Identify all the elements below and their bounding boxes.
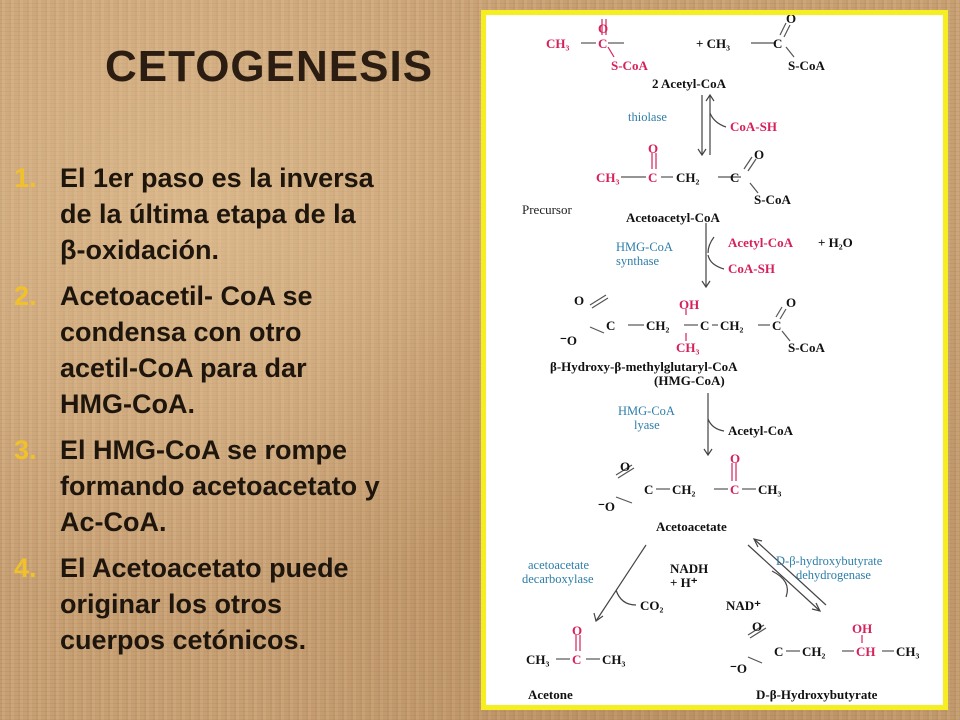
step-text-line: de la última etapa de la [60,199,356,229]
coa-sh-product: CoA-SH [728,261,775,276]
carbonyl-carbon: C [773,36,782,51]
ketogenesis-steps-list: 1. El 1er paso es la inversa de la últim… [14,160,454,668]
step-text-line: formando acetoacetato y [60,471,380,501]
acetoacetyl-coa-label: Acetoacetyl-CoA [626,210,720,225]
step-text-line: El HMG-CoA se rompe [60,435,348,465]
methyl-group: CH₃ [676,340,700,355]
acetyl-coa-input: Acetyl-CoA [728,235,794,250]
carboxylate-oxygen: ⁻O [598,499,615,514]
hmg-coa-synthase-enzyme: synthase [616,254,660,268]
ch-group: CH [856,644,876,659]
hydroxyl-group: OH [852,621,872,636]
slide-title: CETOGENESIS [105,42,434,91]
ch2-group: CH₂ [676,170,700,185]
step-text-line: cuerpos cetónicos. [60,625,307,655]
hydroxybutyrate-label: D-β-Hydroxybutyrate [756,687,878,702]
co2-product: CO₂ [640,598,664,613]
carbonyl-carbon: C [648,170,657,185]
acetyl-coa-label: 2 Acetyl-CoA [652,76,727,91]
nadh-cofactor: NADH [670,561,708,576]
carbonyl-oxygen: O [730,451,740,466]
ch2-group: CH₂ [802,644,826,659]
step-3: 3. El HMG-CoA se rompe formando acetoace… [14,432,454,540]
decarboxylase-enzyme: decarboxylase [522,572,594,586]
carboxylate-oxygen: ⁻O [560,333,577,348]
carbonyl-oxygen: O [648,141,658,156]
carboxyl-carbon: C [774,644,783,659]
ch3-group: CH₃ [896,644,920,659]
s-coa-group: S-CoA [611,58,648,73]
ch3-group: CH₃ [758,482,782,497]
carbonyl-oxygen: O [754,147,764,162]
carbonyl-carbon: C [730,482,739,497]
step-text-line: El Acetoacetato puede [60,553,349,583]
step-text-line: El 1er paso es la inversa [60,163,374,193]
carboxylate-oxygen: O [574,293,584,308]
carboxylate-oxygen: O [752,619,762,634]
s-coa-group: S-CoA [788,58,825,73]
hmg-coa-label: β-Hydroxy-β-methylglutaryl-CoA [550,359,738,374]
carboxylate-oxygen: O [620,459,630,474]
pathway-svg: CH₃ C O S-CoA + CH₃ C O S-CoA 2 Acetyl-C… [522,15,920,702]
hmg-coa-label: (HMG-CoA) [654,373,725,388]
carbonyl-oxygen: O [598,21,608,36]
step-text-line: originar los otros [60,589,283,619]
step-text-line: Ac-CoA. [60,507,167,537]
ch3-group: + CH₃ [696,36,730,51]
step-number: 1. [14,163,37,193]
precursor-label: Precursor [522,202,572,217]
ch2-group: CH₂ [672,482,696,497]
carbonyl-carbon: C [772,318,781,333]
hydroxyl-group: OH [679,297,699,312]
step-text-line: HMG-CoA. [60,389,195,419]
carbonyl-carbon: C [598,36,607,51]
step-text-line: β-oxidación. [60,235,219,265]
decarboxylase-enzyme: acetoacetate [528,558,590,572]
step-number: 2. [14,281,37,311]
carbonyl-carbon: C [730,170,739,185]
ch3-group: CH₃ [602,652,626,667]
acetoacetate-label: Acetoacetate [656,519,727,534]
carbonyl-oxygen: O [786,295,796,310]
step-number: 4. [14,553,37,583]
carbonyl-oxygen: O [786,15,796,26]
step-1: 1. El 1er paso es la inversa de la últim… [14,160,454,268]
water-input: + H₂O [818,235,853,250]
proton-cofactor: + H⁺ [670,575,698,590]
step-text-line: Acetoacetil- CoA se [60,281,313,311]
ch3-group: CH₃ [546,36,570,51]
ch2-group: CH₂ [720,318,744,333]
step-number: 3. [14,435,37,465]
acetone-label: Acetone [528,687,573,702]
bond-lines [556,19,894,664]
ch3-group: CH₃ [596,170,620,185]
acetyl-coa-product: Acetyl-CoA [728,423,794,438]
carbonyl-carbon: C [572,652,581,667]
dehydrogenase-enzyme: D-β-hydroxybutyrate [776,554,883,568]
dehydrogenase-enzyme: dehydrogenase [796,568,871,582]
step-text-line: acetil-CoA para dar [60,353,307,383]
coa-sh-product: CoA-SH [730,119,777,134]
ch2-group: CH₂ [646,318,670,333]
step-2: 2. Acetoacetil- CoA se condensa con otro… [14,278,454,422]
hmg-coa-lyase-enzyme: HMG-CoA [618,404,675,418]
hmg-coa-lyase-enzyme: lyase [634,418,660,432]
thiolase-enzyme: thiolase [628,110,667,124]
nad-cofactor: NAD⁺ [726,598,761,613]
reaction-arrows [593,93,827,623]
carboxyl-carbon: C [606,318,615,333]
s-coa-group: S-CoA [788,340,825,355]
quaternary-carbon: C [700,318,709,333]
ch3-group: CH₃ [526,652,550,667]
carboxyl-carbon: C [644,482,653,497]
step-4: 4. El Acetoacetato puede originar los ot… [14,550,454,658]
carboxylate-oxygen: ⁻O [730,661,747,676]
hmg-coa-synthase-enzyme: HMG-CoA [616,240,673,254]
s-coa-group: S-CoA [754,192,791,207]
carbonyl-oxygen: O [572,623,582,638]
step-text-line: condensa con otro [60,317,302,347]
ketogenesis-pathway-diagram: CH₃ C O S-CoA + CH₃ C O S-CoA 2 Acetyl-C… [481,10,948,710]
